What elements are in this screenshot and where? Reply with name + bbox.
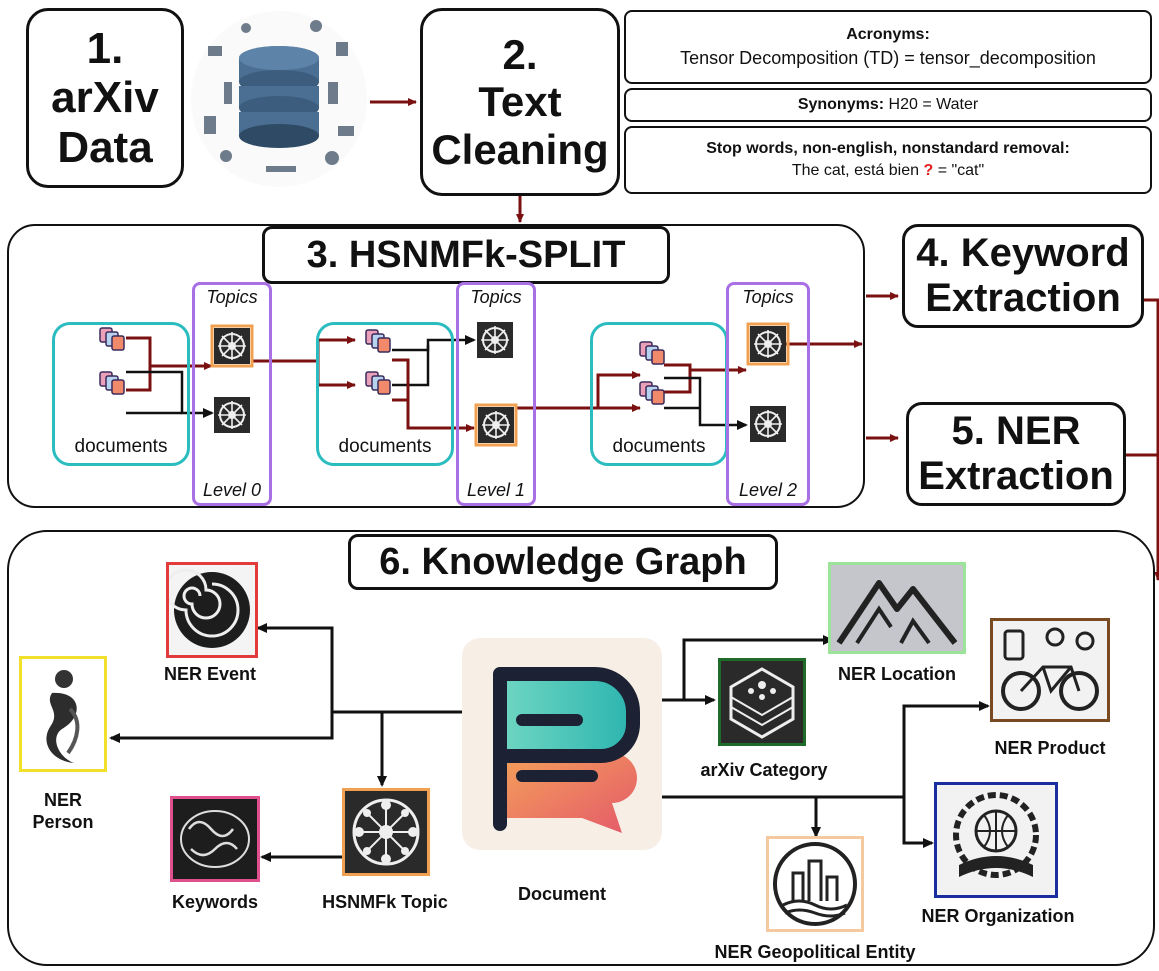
arxiv-category-label: arXiv Category xyxy=(700,760,828,780)
documents-group-level1 xyxy=(316,322,454,466)
ner-event-label: NER Event xyxy=(163,664,257,684)
step6-title: 6. Knowledge Graph xyxy=(348,534,778,590)
synonyms-example: H20 = Water xyxy=(888,96,979,114)
document-icon xyxy=(462,638,662,850)
stopwords-note: Stop words, non-english, nonstandard rem… xyxy=(624,126,1152,194)
stopwords-title: Stop words, non-english, nonstandard rem… xyxy=(706,140,1070,158)
level2-label: Level 2 xyxy=(738,480,798,500)
step3-title-text: 3. HSNMFk-SPLIT xyxy=(306,233,626,276)
stopwords-example-text: The cat, está bien xyxy=(791,162,919,179)
documents-label-level2: documents xyxy=(612,436,706,457)
step1-arxiv-data-box: 1. arXiv Data xyxy=(26,8,184,188)
document-stack-icon xyxy=(639,341,665,405)
documents-label-level0: documents xyxy=(74,436,168,457)
keywords-icon xyxy=(170,796,260,882)
hsnmfk-topic-icon xyxy=(342,788,430,876)
documents-label-level1: documents xyxy=(338,436,432,457)
ner-product-icon xyxy=(990,618,1110,722)
topics-label-level1: Topics xyxy=(470,287,522,307)
ner-person-icon xyxy=(19,656,107,772)
step4-line1: 4. Keyword xyxy=(916,231,1130,276)
arxiv-category-icon xyxy=(718,658,806,746)
document-stack-icon xyxy=(99,327,125,395)
topics-group-level1 xyxy=(456,282,536,506)
hsnmfk-topic-label: HSNMFk Topic xyxy=(322,892,448,912)
step1-line2: Data xyxy=(57,122,153,172)
ner-event-icon xyxy=(166,562,258,658)
question-mark-icon: ? xyxy=(923,162,934,179)
document-stack-icon xyxy=(365,329,391,395)
documents-group-level0 xyxy=(52,322,190,466)
topic-icon-highlighted xyxy=(474,403,518,447)
step6-title-text: 6. Knowledge Graph xyxy=(379,540,747,583)
topics-group-level0 xyxy=(192,282,272,506)
step5-line1: 5. NER xyxy=(951,409,1081,454)
document-label: Document xyxy=(517,884,606,904)
step2-number: 2. xyxy=(502,31,538,79)
step3-title: 3. HSNMFk-SPLIT xyxy=(262,226,670,284)
stopwords-example: The cat, está bien ? = "cat" xyxy=(626,160,1150,182)
step1-line1: arXiv xyxy=(51,73,159,123)
step4-keyword-extraction-box: 4. Keyword Extraction xyxy=(902,224,1144,328)
ner-geopolitical-entity-icon xyxy=(766,836,864,932)
synonyms-title: Synonyms: xyxy=(797,96,885,114)
database-illustration xyxy=(186,6,372,192)
step2-line2: Cleaning xyxy=(431,125,609,173)
ner-organization-icon xyxy=(934,782,1058,898)
ner-person-label-line1: NER xyxy=(43,790,82,810)
ner-product-label: NER Product xyxy=(994,738,1106,758)
topics-label-level0: Topics xyxy=(206,287,258,307)
level1-label: Level 1 xyxy=(466,480,526,500)
acronyms-example: Tensor Decomposition (TD) = tensor_decom… xyxy=(680,47,1096,68)
step5-ner-extraction-box: 5. NER Extraction xyxy=(906,402,1126,506)
keywords-label: Keywords xyxy=(171,892,259,912)
topic-icon-highlighted xyxy=(746,322,790,366)
stopwords-example-result: = "cat" xyxy=(937,162,985,179)
acronyms-note: Acronyms: Tensor Decomposition (TD) = te… xyxy=(624,10,1152,84)
topic-icon xyxy=(213,396,251,434)
ner-geopolitical-entity-label: NER Geopolitical Entity xyxy=(714,942,916,962)
topic-icon-highlighted xyxy=(210,324,254,368)
step2-line1: Text xyxy=(478,78,562,126)
topic-icon xyxy=(476,321,514,359)
step1-number: 1. xyxy=(86,24,124,74)
level0-label: Level 0 xyxy=(202,480,262,500)
step2-text-cleaning-box: 2. Text Cleaning xyxy=(420,8,620,196)
ner-location-icon xyxy=(828,562,966,654)
synonyms-note: Synonyms: H20 = Water xyxy=(624,88,1152,122)
topic-icon xyxy=(749,405,787,443)
ner-organization-label: NER Organization xyxy=(921,906,1075,926)
step4-line2: Extraction xyxy=(925,276,1121,320)
topics-group-level2 xyxy=(726,282,810,506)
step3-hsnmfk-split-frame xyxy=(7,224,865,508)
topics-label-level2: Topics xyxy=(742,287,794,307)
step5-line2: Extraction xyxy=(918,454,1114,498)
ner-location-label: NER Location xyxy=(837,664,956,684)
step6-knowledge-graph-frame xyxy=(7,530,1155,966)
ner-person-label-line2: Person xyxy=(32,812,94,832)
acronyms-title: Acronyms: xyxy=(846,26,930,44)
